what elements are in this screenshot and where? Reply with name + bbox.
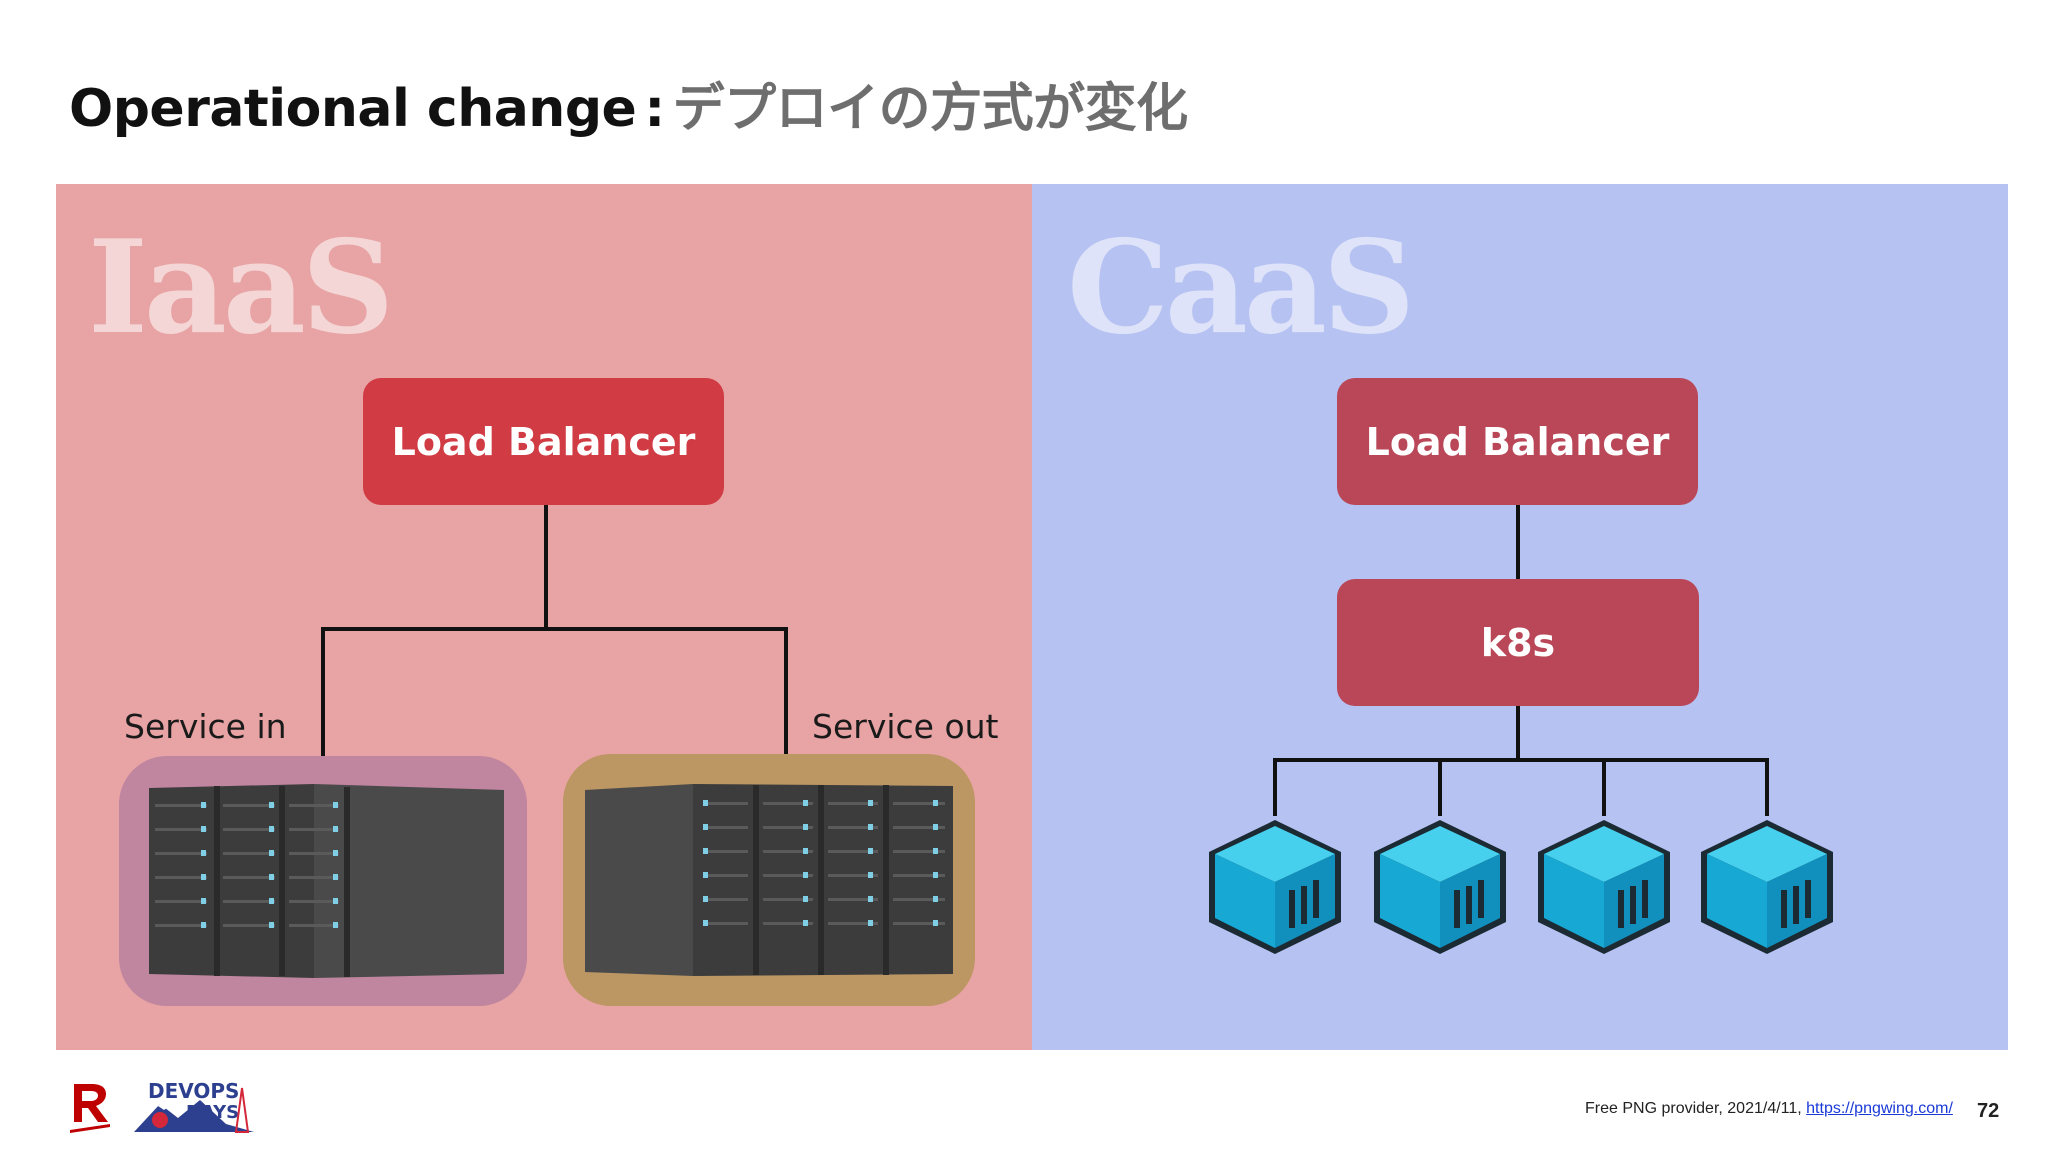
pngwing-link[interactable]: https://pngwing.com/ [1806,1100,1953,1117]
image-credit: Free PNG provider, 2021/4/11, https://pn… [1585,1100,1953,1118]
iaas-load-balancer-label: Load Balancer [391,419,696,464]
svg-text:DAYS: DAYS [186,1102,239,1123]
container-row [1209,820,1833,954]
iaas-panel: IaaS Load Balancer Service in Service ou… [56,184,1032,1050]
server-rack-icon [585,784,953,976]
slide-title: Operational change:デプロイの方式が変化 [69,66,1188,141]
service-in-server-group [119,756,527,1006]
server-rack-icon [149,784,504,978]
caas-load-balancer: Load Balancer [1337,378,1698,505]
container-icon [1209,820,1341,954]
container-icon [1374,820,1506,954]
title-english: Operational change [69,79,637,139]
container-icon [1701,820,1833,954]
iaas-split [321,627,788,759]
devopsdays-tokyo-logo: DEVOPS DAYS [130,1078,258,1134]
caas-connectors [1273,505,1769,816]
caas-split [1273,758,1769,816]
rakuten-logo [68,1082,112,1138]
k8s-box: k8s [1337,579,1699,706]
service-out-server-group [563,754,975,1006]
svg-text:DEVOPS: DEVOPS [148,1079,239,1103]
iaas-load-balancer: Load Balancer [363,378,724,505]
title-japanese: デプロイの方式が変化 [672,79,1189,139]
caas-load-balancer-label: Load Balancer [1365,419,1670,464]
service-out-label: Service out [812,707,999,746]
title-separator: : [644,79,665,139]
caas-panel: CaaS Load Balancer k8s [1032,184,2008,1050]
container-icon [1538,820,1670,954]
credit-text: Free PNG provider, 2021/4/11, [1585,1100,1807,1117]
k8s-label: k8s [1480,620,1556,665]
page-number: 72 [1977,1100,2000,1122]
caas-label: CaaS [1067,213,1415,363]
iaas-label: IaaS [88,213,394,363]
service-in-label: Service in [124,707,287,746]
iaas-connectors [321,505,788,759]
